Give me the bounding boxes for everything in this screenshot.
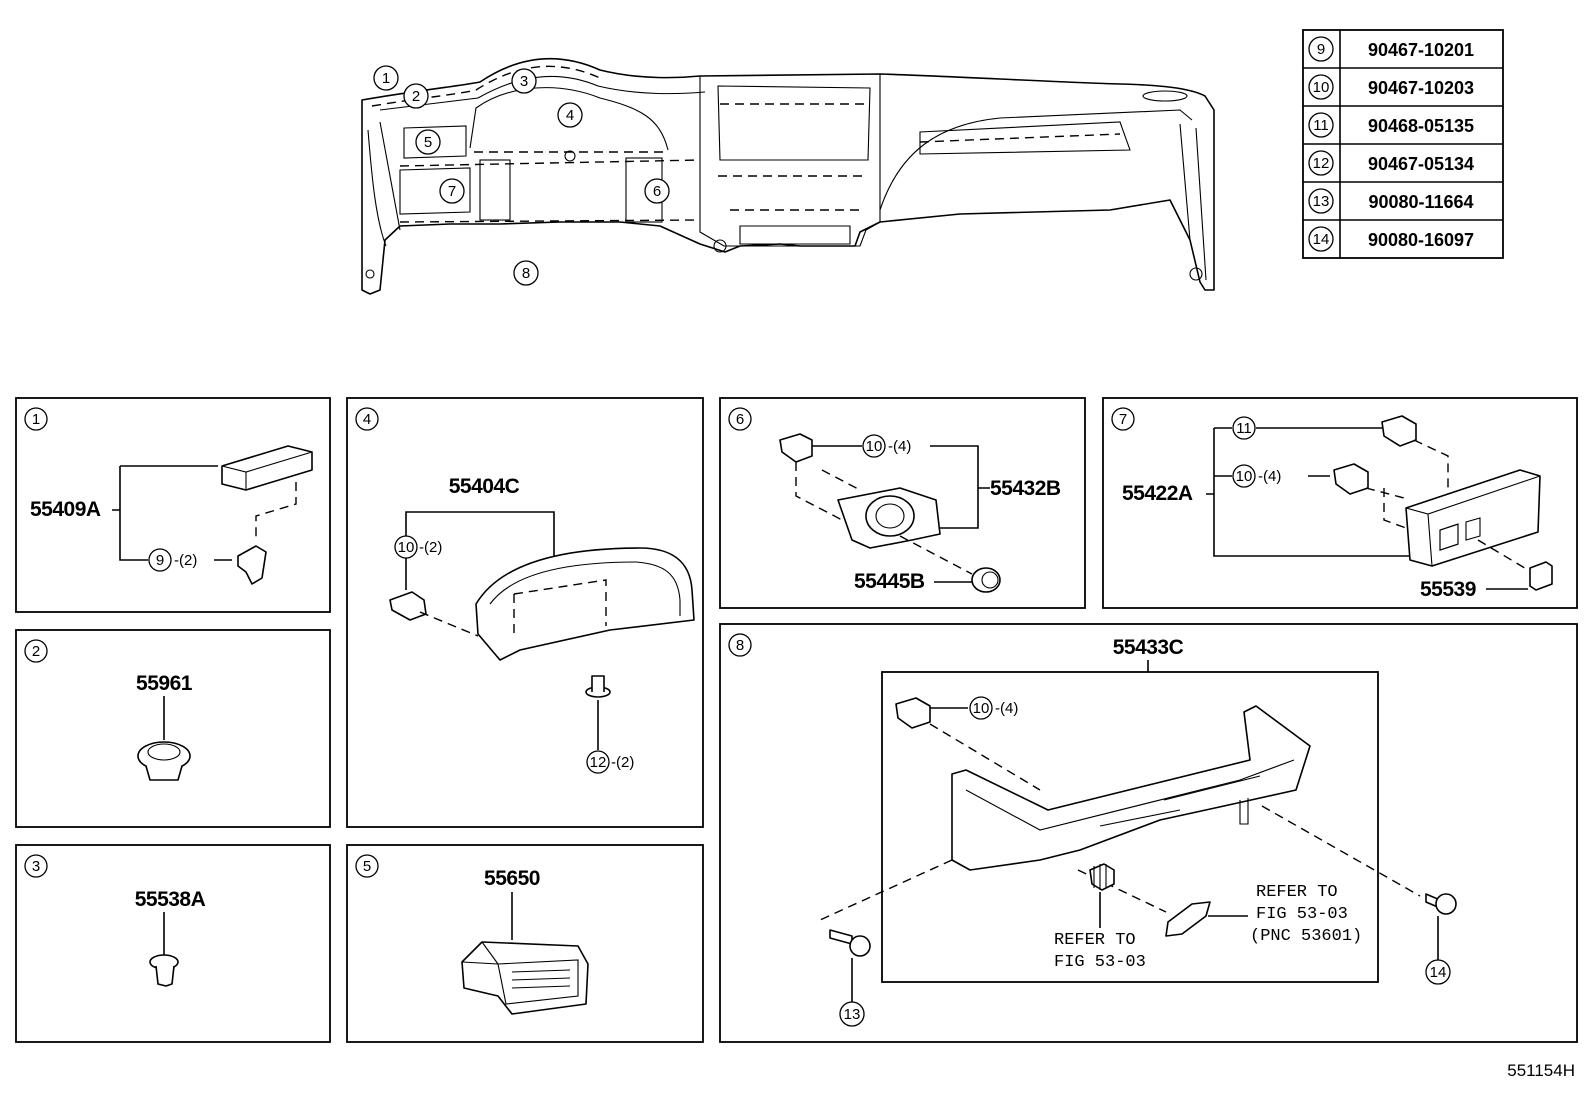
dashboard-overview-illustration [361, 57, 1215, 295]
table-row: 11 90468-05135 [1308, 112, 1474, 138]
refer-note-2-line-2: FIG 53-03 [1256, 905, 1348, 924]
panel-8: 8 55433C 10 -(4) REFER TO FIG 53-03 REFE… [719, 623, 1578, 1043]
svg-text:5: 5 [424, 134, 432, 151]
part-number-55409A: 55409A [30, 498, 101, 521]
svg-text:9: 9 [1317, 41, 1325, 58]
callout-7: 7 [439, 178, 465, 204]
callout-2: 2 [403, 83, 429, 109]
callout-4: 4 [557, 102, 583, 128]
svg-text:6: 6 [653, 183, 661, 200]
table-row: 14 90080-16097 [1308, 226, 1474, 252]
panel-3-number: 3 [32, 858, 40, 875]
svg-text:10: 10 [1236, 468, 1253, 485]
part-number-55422A: 55422A [1122, 482, 1193, 505]
panel-4: 4 55404C 10 -(2) 12 -(2) [346, 397, 704, 828]
callout-6: 6 [644, 178, 670, 204]
svg-text:10: 10 [398, 539, 415, 556]
refer-note-1-line-1: REFER TO [1054, 931, 1136, 950]
panel-1-number: 1 [32, 411, 40, 428]
svg-text:12: 12 [590, 754, 607, 771]
callout-8: 8 [513, 260, 539, 286]
panel-7: 7 55422A 11 10 -(4) 55539 [1102, 397, 1578, 609]
callout-3: 3 [511, 68, 537, 94]
svg-text:90080-11664: 90080-11664 [1368, 192, 1473, 212]
svg-text:2: 2 [412, 88, 420, 105]
panel-8-number: 8 [736, 637, 744, 654]
fastener-table: 9 90467-10201 10 90467-10203 11 90468-05… [1302, 29, 1504, 259]
part-number-55404C: 55404C [449, 475, 520, 498]
bolt-14-ref: 14 [1430, 964, 1447, 981]
svg-text:11: 11 [1236, 420, 1252, 437]
svg-text:-(2): -(2) [611, 754, 634, 771]
panel-2-number: 2 [32, 643, 40, 660]
callout-5: 5 [415, 129, 441, 155]
part-number-55432B: 55432B [990, 477, 1061, 500]
svg-text:90468-05135: 90468-05135 [1368, 116, 1474, 136]
svg-text:7: 7 [448, 183, 456, 200]
svg-text:10: 10 [973, 700, 990, 717]
panel-4-number: 4 [363, 411, 371, 428]
svg-text:8: 8 [522, 265, 530, 282]
part-number-55650: 55650 [484, 867, 540, 890]
svg-text:3: 3 [520, 73, 528, 90]
part-number-55445B: 55445B [854, 570, 925, 593]
panel-5: 5 55650 [346, 844, 704, 1043]
svg-text:-(2): -(2) [174, 552, 197, 569]
panel-7-number: 7 [1119, 411, 1127, 428]
table-row: 10 90467-10203 [1308, 74, 1474, 100]
panel-6-number: 6 [736, 411, 744, 428]
refer-note-2-line-3: (PNC 53601) [1250, 927, 1362, 946]
panel-3: 3 55538A [15, 844, 331, 1043]
svg-text:10: 10 [866, 438, 883, 455]
part-number-55961: 55961 [136, 672, 193, 695]
svg-text:90467-10203: 90467-10203 [1368, 78, 1474, 98]
bolt-13-ref: 13 [844, 1006, 861, 1023]
panel-6: 6 10 -(4) 55432B 55445B [719, 397, 1086, 609]
panel-2: 2 55961 [15, 629, 331, 828]
part-number-55539: 55539 [1420, 578, 1476, 601]
svg-text:-(4): -(4) [1258, 468, 1281, 485]
panel-1: 1 55409A 9 -(2) [15, 397, 331, 613]
callout-1: 1 [373, 65, 399, 91]
overview-callouts: 1 2 3 4 5 7 6 8 [373, 65, 670, 286]
svg-text:90467-10201: 90467-10201 [1368, 40, 1474, 60]
svg-text:-(2): -(2) [419, 539, 442, 556]
svg-text:13: 13 [1313, 193, 1330, 210]
part-number-55538A: 55538A [135, 888, 206, 911]
svg-text:-(4): -(4) [995, 700, 1018, 717]
svg-text:14: 14 [1313, 231, 1330, 248]
svg-text:9: 9 [156, 552, 164, 569]
part-number-55433C: 55433C [1113, 636, 1184, 659]
svg-text:90467-05134: 90467-05134 [1368, 154, 1474, 174]
table-row: 13 90080-11664 [1308, 188, 1474, 214]
table-row: 9 90467-10201 [1308, 36, 1474, 62]
panel-5-number: 5 [363, 858, 371, 875]
svg-text:4: 4 [566, 107, 574, 124]
refer-note-2-line-1: REFER TO [1256, 883, 1338, 902]
figure-id: 551154H [1507, 1061, 1575, 1080]
svg-text:-(4): -(4) [888, 438, 911, 455]
svg-text:12: 12 [1313, 155, 1330, 172]
svg-text:90080-16097: 90080-16097 [1368, 230, 1474, 250]
svg-text:10: 10 [1313, 79, 1330, 96]
svg-text:11: 11 [1313, 117, 1329, 134]
table-row: 12 90467-05134 [1308, 150, 1474, 176]
svg-text:1: 1 [382, 70, 390, 87]
refer-note-1-line-2: FIG 53-03 [1054, 953, 1146, 972]
